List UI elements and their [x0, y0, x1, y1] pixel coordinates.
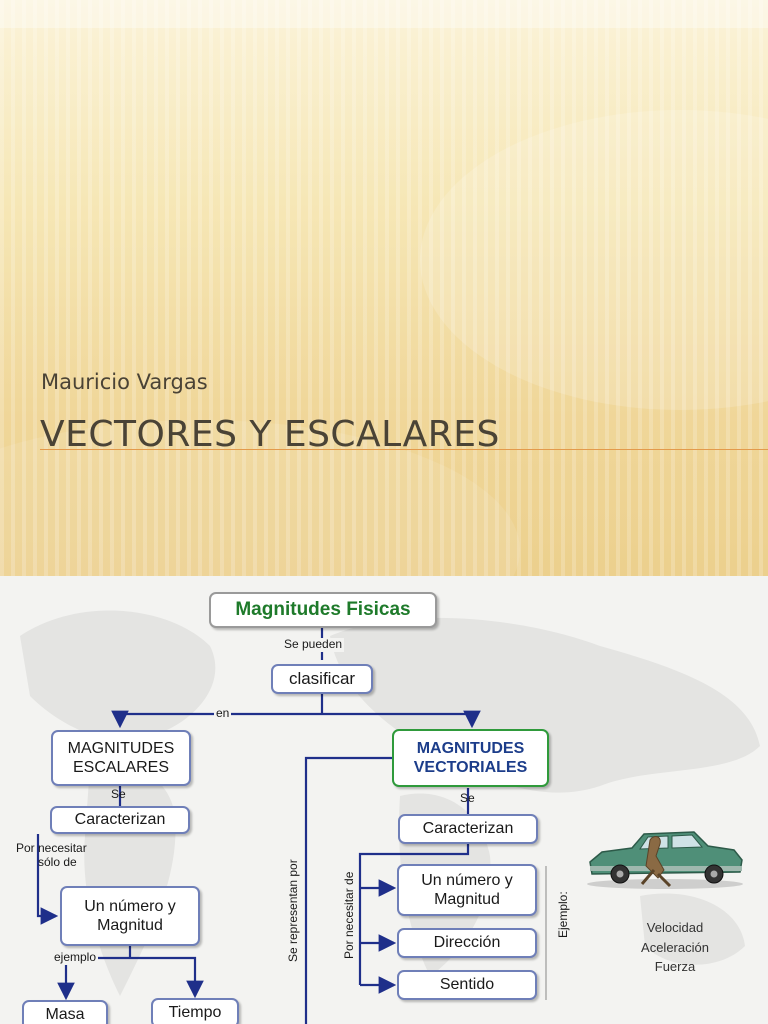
- node-numero-magnitud-vectoriales: Un número y Magnitud: [397, 864, 537, 916]
- label-por-necesitar-line2: sólo de: [38, 854, 77, 869]
- node-magnitudes-escalares: MAGNITUDES ESCALARES: [51, 730, 191, 786]
- example-fuerza: Fuerza: [654, 959, 696, 974]
- node-caracterizan-vectoriales: Caracterizan: [398, 814, 538, 844]
- node-direccion: Dirección: [397, 928, 537, 958]
- label-por-necesitar: Por necesitar sólo de: [16, 841, 87, 870]
- label-ejemplo-vectoriales: Ejemplo:: [556, 891, 570, 938]
- car-illustration-icon: [587, 831, 743, 889]
- numero-vectoriales-line1: Un número y: [421, 871, 513, 889]
- connector-se-representan: [304, 756, 392, 1024]
- vectoriales-line2: VECTORIALES: [413, 759, 528, 776]
- label-en: en: [214, 706, 232, 721]
- concept-map: Magnitudes Fisicas Se pueden clasificar …: [0, 576, 768, 1024]
- slide-title: Vectores y escalares: [40, 414, 500, 455]
- connector-to-tiempo: [130, 956, 204, 999]
- numero-vectoriales-line2: Magnitud: [434, 891, 500, 908]
- label-se-representan-por: Se representan por: [286, 859, 300, 962]
- label-se-escalares: Se: [111, 787, 126, 801]
- label-por-necesitar-line1: Por necesitar: [16, 841, 87, 855]
- example-velocidad: Velocidad: [646, 920, 704, 935]
- label-por-necesitar-de: Por necesitar de: [342, 871, 356, 959]
- escalares-line1: MAGNITUDES: [67, 739, 175, 757]
- connector-lines: [36, 628, 547, 1024]
- label-se-vectoriales: Se: [460, 791, 475, 805]
- slide-top-band: [0, 0, 768, 28]
- vectoriales-line1: MAGNITUDES: [416, 739, 525, 757]
- node-magnitudes-fisicas: Magnitudes Fisicas: [209, 592, 437, 628]
- slide-subtitle: Mauricio Vargas: [41, 370, 208, 394]
- background-swoosh: [420, 110, 768, 410]
- node-sentido: Sentido: [397, 970, 537, 1000]
- connector-caracterizan-numero: [36, 834, 59, 925]
- escalares-line2: ESCALARES: [72, 759, 170, 776]
- title-slide: Mauricio Vargas Vectores y escalares: [0, 0, 768, 576]
- numero-escalares-line1: Un número y: [84, 897, 176, 915]
- node-numero-magnitud-escalares: Un número y Magnitud: [60, 886, 200, 946]
- example-aceleracion: Aceleración: [641, 939, 709, 955]
- node-clasificar: clasificar: [271, 664, 373, 694]
- node-tiempo: Tiempo: [151, 998, 239, 1024]
- connector-por-necesitar: [358, 844, 470, 985]
- numero-escalares-line2: Magnitud: [97, 917, 163, 934]
- node-caracterizan-escalares: Caracterizan: [50, 806, 190, 834]
- node-masa: Masa: [22, 1000, 108, 1024]
- node-magnitudes-vectoriales: MAGNITUDES VECTORIALES: [392, 729, 549, 787]
- title-underline: [40, 449, 768, 450]
- label-ejemplo-escalares: ejemplo: [52, 950, 99, 965]
- vector-examples: Velocidad Aceleración Fuerza: [620, 918, 730, 977]
- label-se-pueden: Se pueden: [282, 637, 345, 652]
